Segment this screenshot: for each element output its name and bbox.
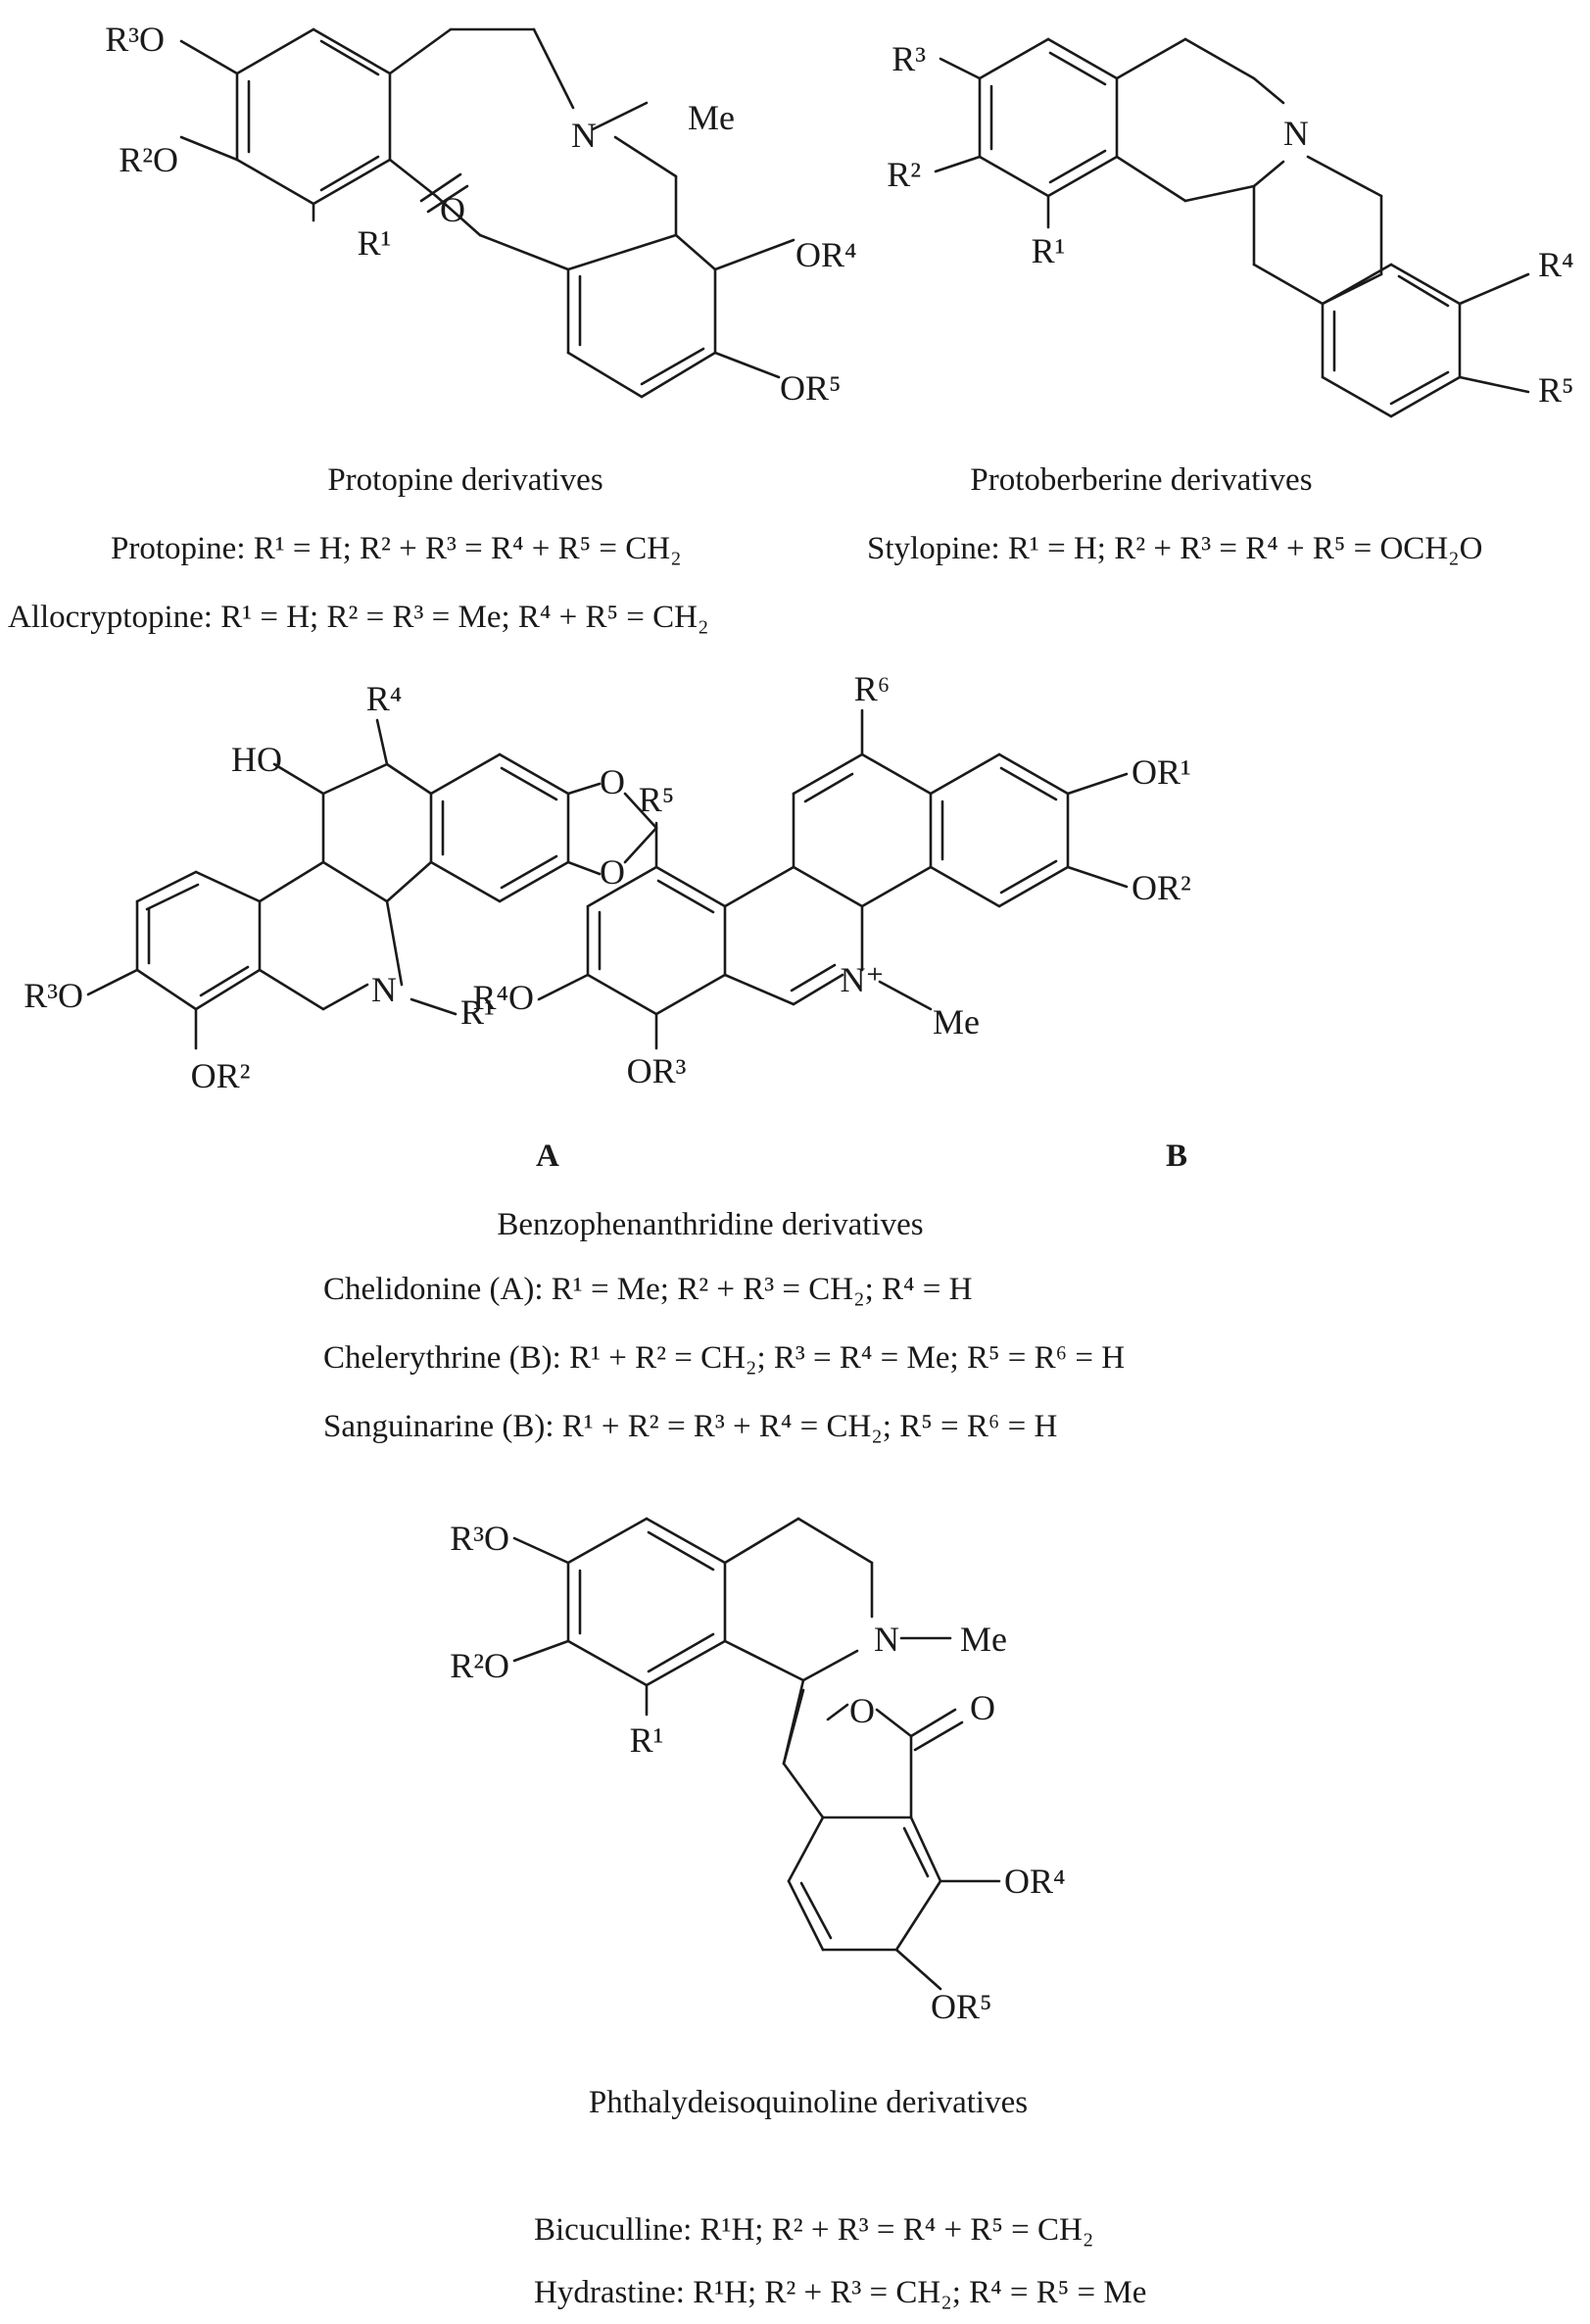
- phthalide-structure: R³O R²O R¹ N Me O O OR⁴ OR⁵: [450, 1517, 1066, 2026]
- protopine-or4-label: OR⁴: [795, 235, 857, 274]
- chelerythrine-r4o-label: R⁴O: [472, 978, 534, 1017]
- chelerythrine-formula: Chelerythrine (B): R¹ + R² = CH₂; R³ = R…: [323, 1340, 1126, 1376]
- chelidonine-o2-label: O: [600, 852, 625, 892]
- phthalide-r2o-label: R²O: [450, 1646, 509, 1685]
- phthalide-r1-label: R¹: [630, 1720, 664, 1760]
- sanguinarine-formula: Sanguinarine (B): R¹ + R² = R³ + R⁴ = CH…: [323, 1409, 1058, 1444]
- chelidonine-structure: HO R⁴ O O R³O OR² N R¹: [24, 679, 658, 1095]
- protopine-nitrogen-label: N: [571, 116, 597, 155]
- protopine-carbonyl-o-label: O: [440, 190, 465, 229]
- chelidonine-or2-label: OR²: [191, 1056, 251, 1095]
- chelerythrine-or3-label: OR³: [627, 1051, 687, 1090]
- chelidonine-r4-label: R⁴: [366, 679, 403, 718]
- protoberberine-r2-label: R²: [887, 155, 921, 194]
- chelerythrine-nitrogen-label: N⁺: [841, 960, 885, 999]
- chelidonine-r1-label: R¹: [460, 993, 495, 1032]
- structure-a-letter: A: [536, 1138, 559, 1174]
- chelidonine-o1-label: O: [600, 762, 625, 801]
- phthalide-or5-label: OR⁵: [931, 1987, 992, 2026]
- protoberberine-structure: R³ R² R¹ N R⁴ R⁵: [887, 37, 1574, 418]
- protopine-caption: Protopine derivatives: [327, 462, 603, 498]
- phthalide-ring-o-label: O: [849, 1691, 875, 1730]
- protopine-methyl-label: Me: [688, 98, 735, 137]
- chelerythrine-structure: R⁶ R⁵ OR¹ OR² R⁴O N⁺ Me OR³: [472, 669, 1191, 1090]
- allocryptopine-formula: Allocryptopine: R¹ = H; R² = R³ = Me; R⁴…: [8, 600, 709, 635]
- chelidonine-formula: Chelidonine (A): R¹ = Me; R² + R³ = CH₂;…: [323, 1272, 973, 1307]
- protoberberine-r1-label: R¹: [1032, 231, 1066, 270]
- hydrastine-formula: Hydrastine: R¹H; R² + R³ = CH₂; R⁴ = R⁵ …: [534, 2275, 1147, 2310]
- protoberberine-r3-label: R³: [891, 39, 926, 78]
- chelerythrine-or2-label: OR²: [1132, 868, 1191, 907]
- protoberberine-caption: Protoberberine derivatives: [970, 462, 1313, 498]
- phthalide-or4-label: OR⁴: [1004, 1862, 1066, 1901]
- structure-b-letter: B: [1166, 1138, 1188, 1174]
- phthalide-caption: Phthalydeisoquinoline derivatives: [588, 2085, 1029, 2120]
- phthalide-r3o-label: R³O: [450, 1519, 509, 1558]
- protoberberine-nitrogen-label: N: [1283, 114, 1309, 153]
- stylopine-formula: Stylopine: R¹ = H; R² + R³ = R⁴ + R⁵ = O…: [867, 531, 1483, 566]
- phthalide-carbonyl-o-label: O: [970, 1688, 995, 1727]
- chelerythrine-or1-label: OR¹: [1132, 752, 1191, 792]
- chelerythrine-r5-label: R⁵: [639, 780, 675, 819]
- phthalide-methyl-label: Me: [960, 1620, 1007, 1659]
- protopine-or5-label: OR⁵: [780, 368, 842, 408]
- protopine-structure: R³O R²O R¹ N Me O OR⁴ OR⁵: [105, 20, 857, 408]
- phthalide-nitrogen-label: N: [874, 1620, 899, 1659]
- chelerythrine-r6-label: R⁶: [854, 669, 891, 708]
- bicuculline-formula: Bicuculline: R¹H; R² + R³ = R⁴ + R⁵ = CH…: [534, 2212, 1094, 2248]
- protoberberine-r5-label: R⁵: [1538, 370, 1574, 410]
- benzophenanthridine-caption: Benzophenanthridine derivatives: [497, 1207, 924, 1242]
- protopine-r1-label: R¹: [358, 223, 392, 263]
- protoberberine-r4-label: R⁴: [1538, 245, 1574, 284]
- chelidonine-r3o-label: R³O: [24, 976, 83, 1015]
- protopine-r2o-label: R²O: [119, 140, 178, 179]
- protopine-r3o-label: R³O: [105, 20, 165, 59]
- protopine-formula: Protopine: R¹ = H; R² + R³ = R⁴ + R⁵ = C…: [111, 531, 682, 566]
- chelidonine-nitrogen-label: N: [371, 970, 397, 1009]
- chelerythrine-methyl-label: Me: [933, 1002, 980, 1041]
- chelidonine-ho-label: HO: [231, 740, 282, 779]
